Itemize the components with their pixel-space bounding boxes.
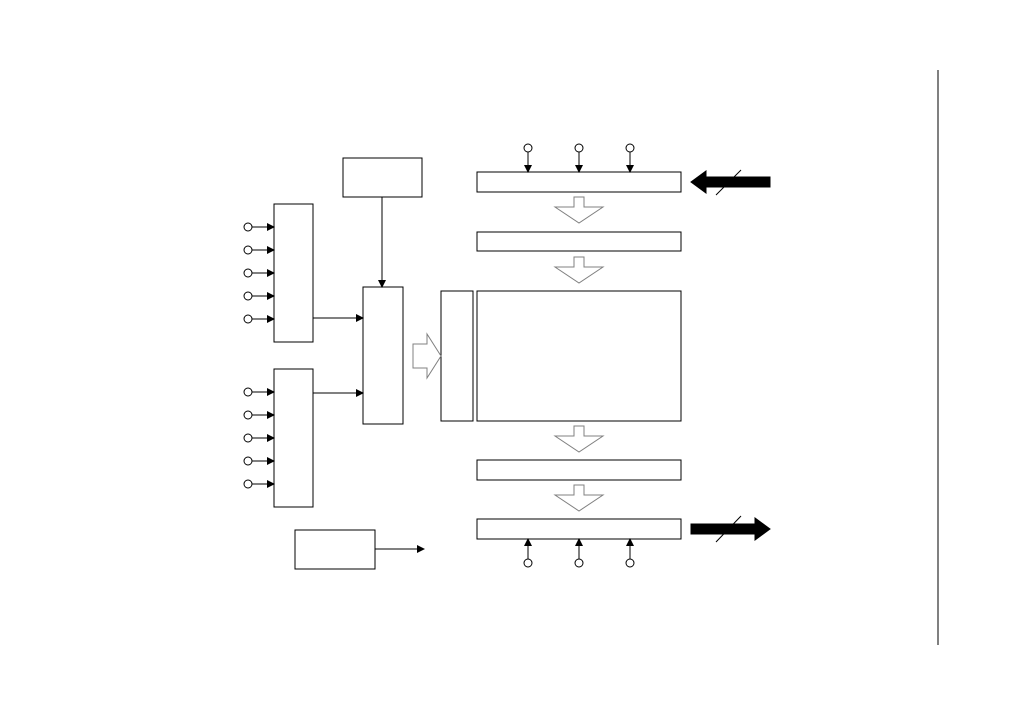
left-lower-input-terminal-icon — [243, 410, 253, 420]
bus-slash-in — [715, 169, 742, 196]
top-bar-terminal-icon — [523, 143, 533, 153]
left-lower-input-terminal-icon — [243, 479, 253, 489]
bus-output-arrow — [690, 517, 771, 541]
bar-3 — [476, 459, 682, 481]
left-lower-input-terminal-icon — [243, 456, 253, 466]
output-bar — [476, 518, 682, 540]
left-upper-input-terminal-icon — [243, 291, 253, 301]
bottom-bar-terminal-icon — [625, 558, 635, 568]
bottom-left-block — [294, 529, 376, 570]
left-upper-input-terminal-icon — [243, 268, 253, 278]
bottom-bar-terminal-icon — [523, 558, 533, 568]
top-control-block — [342, 157, 423, 198]
narrow-block — [440, 290, 474, 422]
bar-2 — [476, 231, 682, 252]
hollow-arrow-down-4 — [553, 484, 605, 512]
left-lower-input-terminal-icon — [243, 433, 253, 443]
left-lower-block — [273, 368, 314, 508]
input-bar — [476, 171, 682, 193]
middle-block — [362, 286, 404, 425]
left-lower-input-terminal-icon — [243, 387, 253, 397]
top-bar-terminal-icon — [625, 143, 635, 153]
bus-input-arrow — [690, 170, 771, 194]
hollow-arrow-down-3 — [553, 425, 605, 453]
bus-slash-out — [715, 515, 742, 543]
top-bar-terminal-icon — [574, 143, 584, 153]
left-upper-input-terminal-icon — [243, 222, 253, 232]
left-upper-block — [273, 203, 314, 343]
left-upper-input-terminal-icon — [243, 245, 253, 255]
hollow-arrow-down-1 — [553, 196, 605, 224]
bottom-bar-terminal-icon — [574, 558, 584, 568]
hollow-arrow-down-2 — [553, 256, 605, 284]
left-upper-input-terminal-icon — [243, 314, 253, 324]
main-block — [476, 290, 682, 422]
hollow-arrow-right — [412, 332, 442, 380]
